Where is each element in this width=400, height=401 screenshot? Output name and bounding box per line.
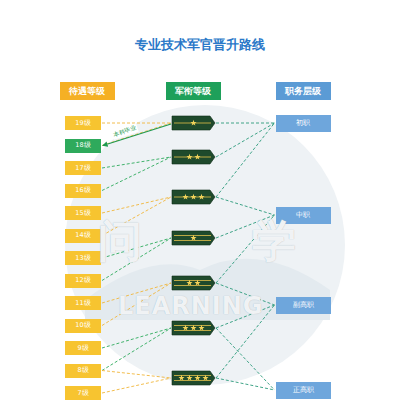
grade-link [102,378,171,393]
pay-grade-box: 10级 [65,319,101,333]
box-label: 12级 [75,276,90,285]
watermark: 学 [252,212,296,271]
post-level-box: 副高职 [276,297,331,314]
box-label: 13级 [75,254,90,263]
post-link [216,378,275,390]
box-label: 正高职 [293,385,314,395]
pay-grade-box: 17级 [65,161,101,175]
box-label: 7级 [77,389,88,398]
box-label: 17级 [75,164,90,173]
pay-grade-box: 13级 [65,251,101,265]
column-header: 职务层级 [276,82,331,100]
grade-link [102,123,171,124]
pay-grade-box: 12级 [65,274,101,288]
box-label: 14级 [75,231,90,240]
box-label: 中职 [296,210,310,220]
box-label: 19级 [75,119,90,128]
pay-grade-box: 15级 [65,206,101,220]
box-label: 9级 [77,344,88,353]
box-label: 11级 [75,299,90,308]
box-label: 初职 [296,118,310,128]
rank-insignia [172,321,215,335]
graduate-arrow [103,124,171,146]
post-level-box: 正高职 [276,382,331,399]
box-label: 15级 [75,209,90,218]
rank-insignia [172,276,215,290]
watermark: 问 [98,212,142,271]
rank-insignia [172,371,215,385]
grade-link [102,371,171,379]
grade-link [102,123,171,146]
box-label: 8级 [77,366,88,375]
pay-grade-box: 7级 [65,386,101,400]
box-label: 10级 [75,321,90,330]
rank-insignia [172,231,215,245]
pay-grade-box: 9级 [65,341,101,355]
grade-link [102,197,171,213]
pay-grade-box: 8级 [65,364,101,378]
grade-link [102,328,171,371]
post-link [216,123,275,124]
pay-grade-box: 14级 [65,229,101,243]
pay-grade-box: 16级 [65,184,101,198]
column-header: 军衔等级 [166,82,221,100]
pay-grade-box: 11级 [65,296,101,310]
post-link [216,123,275,197]
grade-link [102,157,171,191]
box-label: 副高职 [293,300,314,310]
rank-insignia [172,150,215,164]
box-label: 待遇等级 [69,85,105,98]
diagram-title: 专业技术军官晋升路线 [0,36,400,54]
pay-grade-box: 19级 [65,116,101,130]
watermark-circle [65,105,345,385]
box-label: 16级 [75,186,90,195]
rank-insignia [172,116,215,130]
grade-link [102,157,171,168]
post-link [216,328,275,390]
pay-grade-box: 18级 [65,139,101,153]
watermark-landscape [85,259,330,320]
grade-link [102,328,171,348]
column-header: 待遇等级 [60,82,115,100]
watermark: LEARNING [118,292,264,320]
post-link [216,197,275,215]
box-label: 职务层级 [285,85,321,98]
post-link [216,123,275,157]
box-label: 18级 [75,141,90,150]
post-level-box: 初职 [276,115,331,132]
rank-insignia [172,190,215,204]
box-label: 军衔等级 [175,85,211,98]
